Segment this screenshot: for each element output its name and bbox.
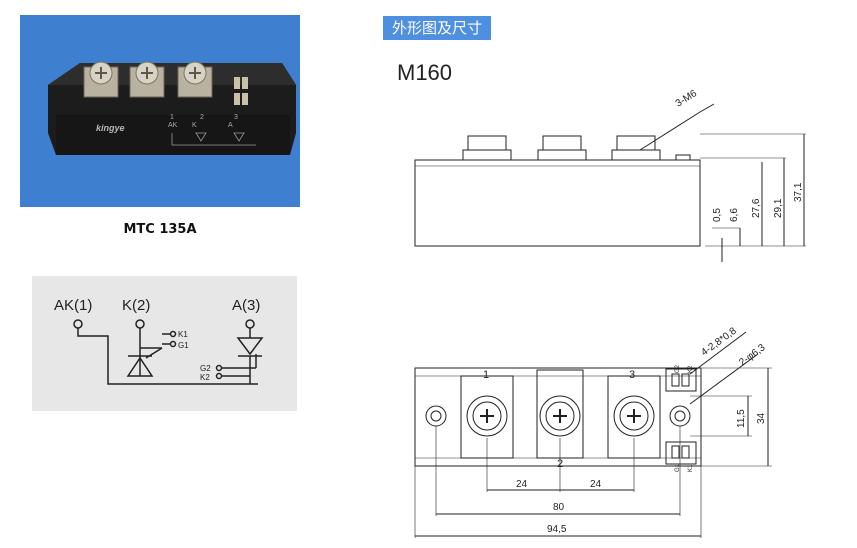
photo-label-k: K xyxy=(192,122,197,129)
photo-label-3: 3 xyxy=(234,114,238,121)
top-view xyxy=(414,331,772,538)
dim-height: 34 xyxy=(756,412,767,424)
label-g1: G1 xyxy=(178,341,189,350)
photo-label-1: 1 xyxy=(170,114,174,121)
gate-g2-label: G2 xyxy=(675,364,681,373)
dim-0-5: 0,5 xyxy=(712,208,723,222)
model-number: M160 xyxy=(397,60,453,85)
dim-overall-width: 94,5 xyxy=(547,524,567,535)
dim-27-6: 27,6 xyxy=(751,198,762,218)
label-k2: K2 xyxy=(200,373,210,382)
hole-label-mount: 2-φ6,3 xyxy=(737,342,768,368)
gate-k2-label: K2 xyxy=(688,365,694,373)
module-illustration: kingye AK 1 K 2 A 3 xyxy=(48,61,296,155)
terminal-2-label: 2 xyxy=(557,458,563,470)
schematic-diagram: AK(1) K(2) A(3) xyxy=(54,297,264,385)
screw-label: 3-M6 xyxy=(674,88,700,110)
terminal-1-label: 1 xyxy=(483,369,489,381)
gate-g1-label: G1 xyxy=(675,463,681,472)
product-caption: MTC 135A xyxy=(123,222,197,237)
dim-inner-height: 11,5 xyxy=(736,409,747,428)
circuit-schematic: AK(1) K(2) A(3) xyxy=(32,276,297,411)
label-k: K(2) xyxy=(122,297,150,314)
photo-label-a: A xyxy=(228,122,233,129)
section-title: 外形图及尺寸 xyxy=(383,16,492,40)
side-view xyxy=(414,103,806,262)
product-photo: kingye AK 1 K 2 A 3 xyxy=(20,15,300,207)
terminal-3-label: 3 xyxy=(629,369,635,381)
label-ak: AK(1) xyxy=(54,297,92,314)
dim-pitch-right: 24 xyxy=(590,479,602,490)
gate-k1-label: K1 xyxy=(688,464,694,472)
label-k1: K1 xyxy=(178,330,188,339)
label-g2: G2 xyxy=(200,364,211,373)
photo-label-2: 2 xyxy=(200,114,204,121)
dim-37-1: 37,1 xyxy=(793,182,804,202)
dim-6-6: 6,6 xyxy=(729,208,740,222)
dim-29-1: 29,1 xyxy=(773,198,784,218)
label-a: A(3) xyxy=(232,297,260,314)
dim-pitch-left: 24 xyxy=(516,479,528,490)
photo-label-ak: AK xyxy=(168,122,178,129)
dim-inner-width: 80 xyxy=(553,502,565,513)
photo-brand: kingye xyxy=(96,123,125,133)
